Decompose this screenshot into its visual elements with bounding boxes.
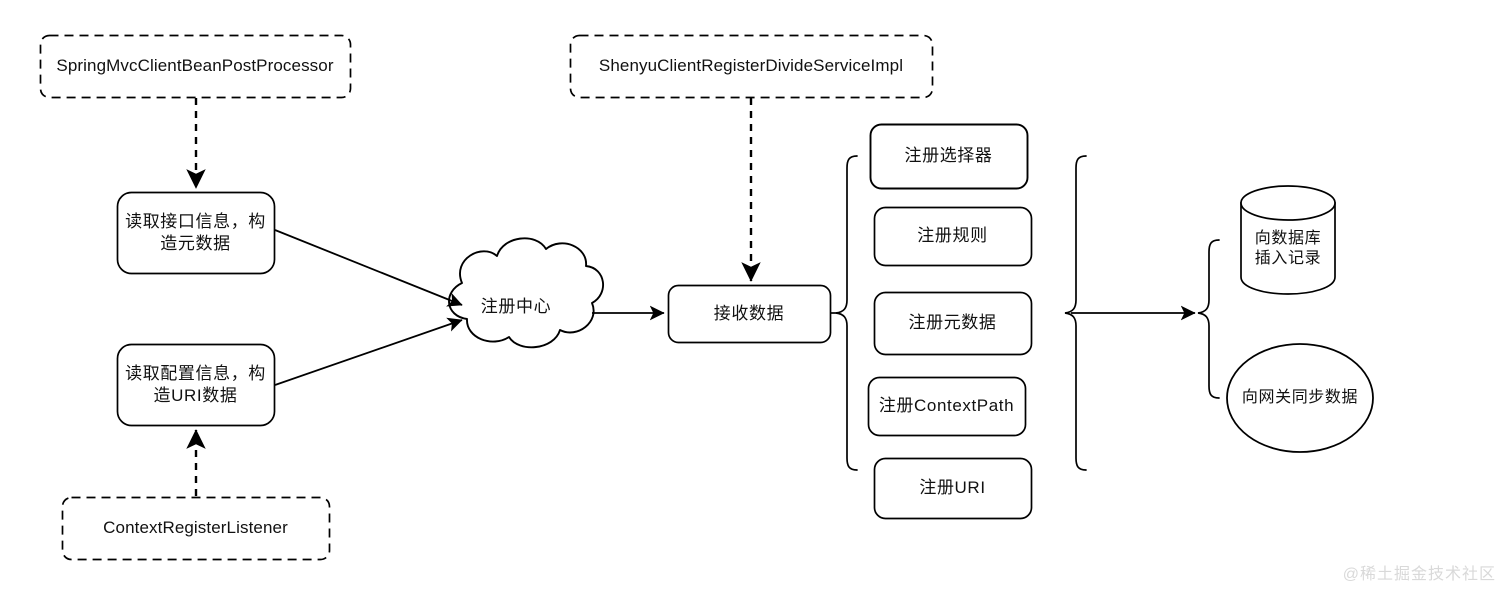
node-shape-spring-mvc-client-bean-post-processor[interactable] [39, 34, 352, 99]
node-shape-register-uri[interactable] [873, 457, 1033, 520]
node-shape-registry-center[interactable] [448, 237, 605, 349]
edge-read-interface-to-registry [274, 229, 463, 307]
node-shape-insert-db-record[interactable] [1240, 185, 1336, 295]
brace-register-tasks-to-trunk [1064, 155, 1087, 471]
node-shape-register-context-path[interactable] [867, 376, 1027, 437]
brace-receive-data-to-register-tasks [835, 155, 858, 471]
node-shape-register-selector[interactable] [869, 123, 1029, 190]
node-shape-register-metadata[interactable] [873, 291, 1033, 356]
node-shape-sync-to-gateway[interactable] [1226, 343, 1374, 453]
node-shape-read-interface-info[interactable] [116, 191, 276, 275]
brace-outputs-split [1197, 239, 1220, 399]
node-shape-context-register-listener[interactable] [61, 496, 331, 561]
edge-read-config-to-registry [274, 317, 463, 386]
node-shape-register-rule[interactable] [873, 206, 1033, 267]
node-shape-receive-data[interactable] [667, 284, 832, 344]
watermark: @稀土掘金技术社区 [1342, 566, 1496, 583]
node-shape-read-config-info[interactable] [116, 343, 276, 427]
node-shape-shenyu-client-register-divide-service-impl[interactable] [569, 34, 934, 99]
